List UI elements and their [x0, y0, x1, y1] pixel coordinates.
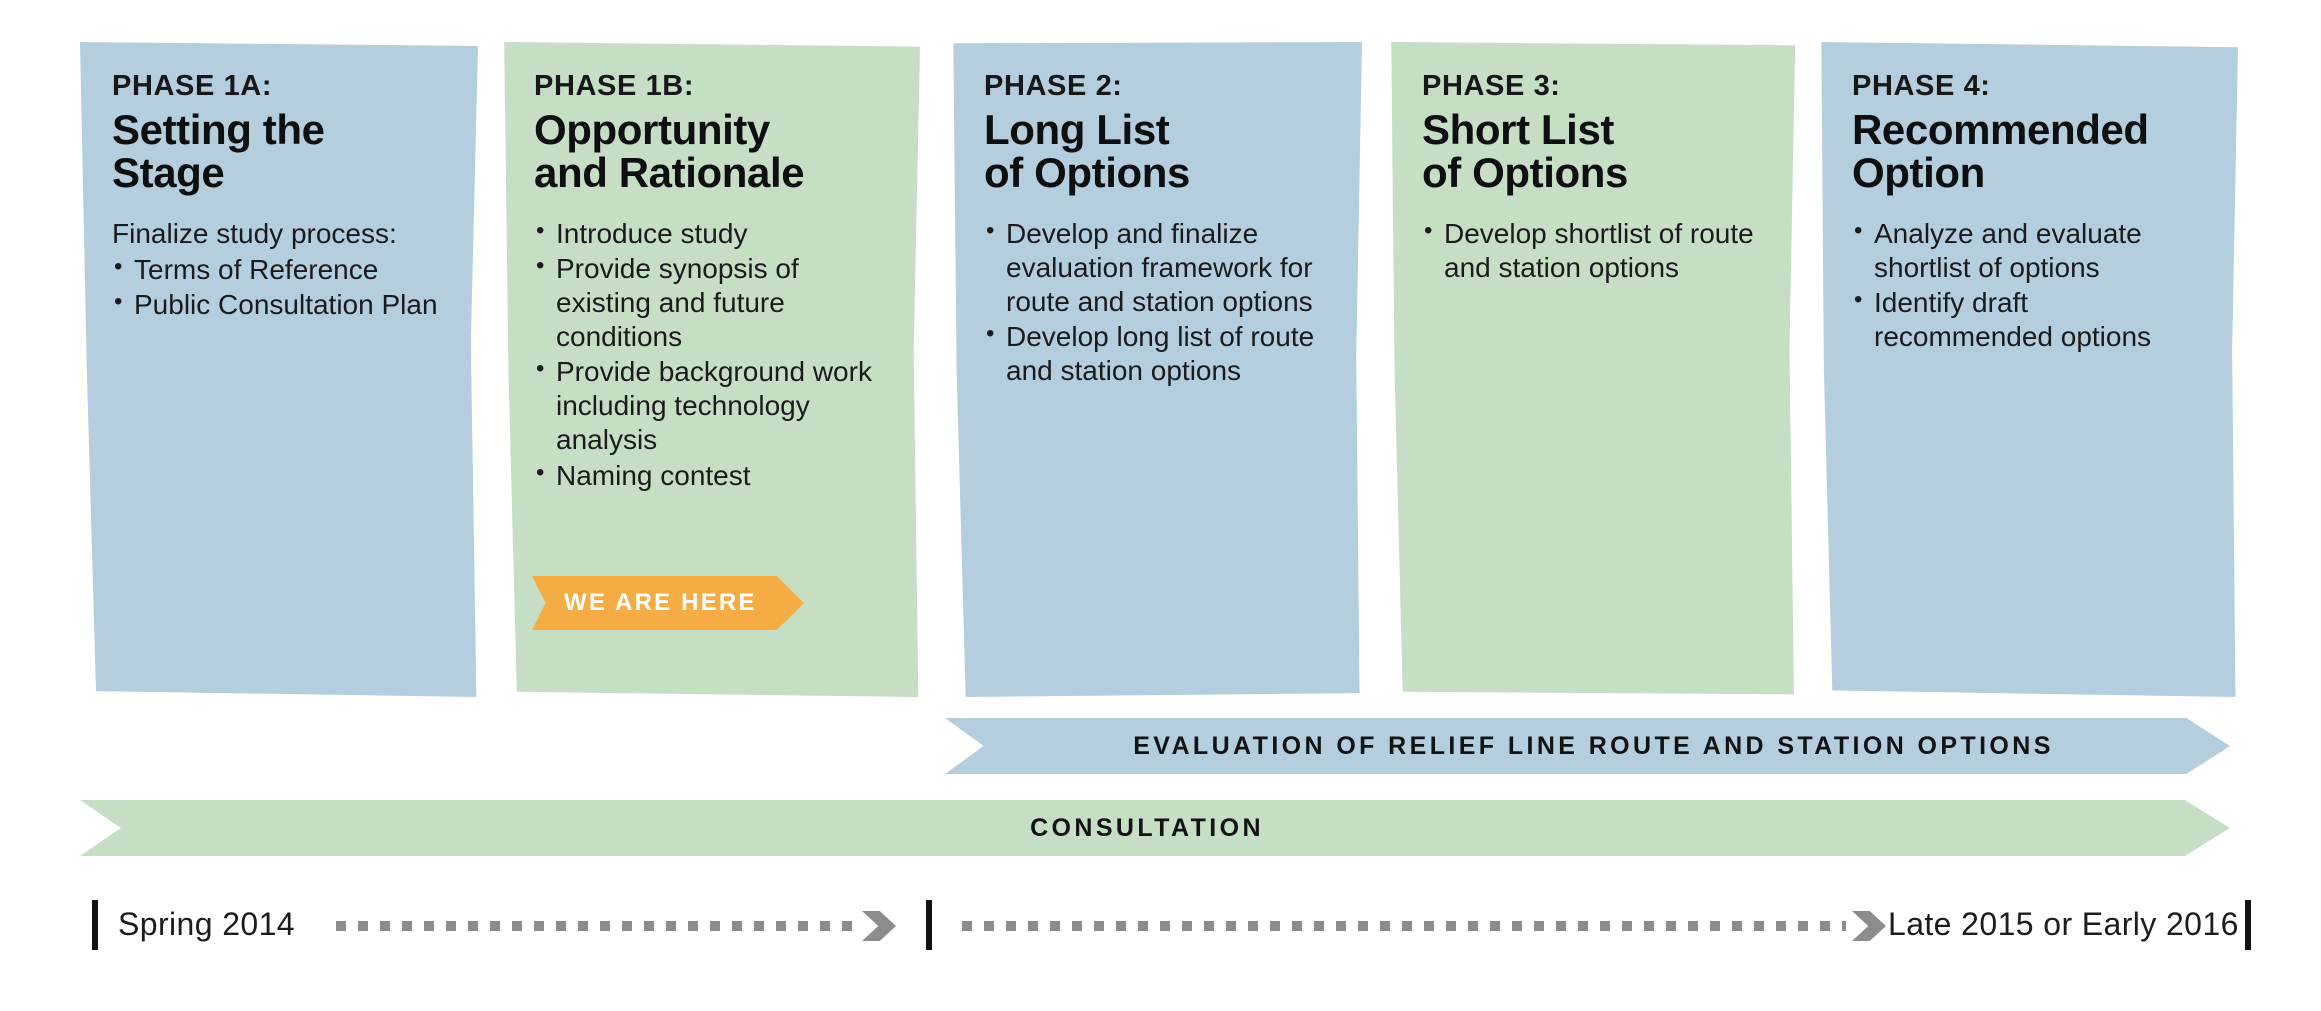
- list-item: Provide synopsis of existing and future …: [534, 251, 886, 354]
- phase-kicker: PHASE 3:: [1422, 70, 1561, 102]
- phase-kicker: PHASE 2:: [984, 70, 1123, 102]
- phase-kicker: PHASE 1A:: [112, 70, 273, 102]
- phase-title: Long List of Options: [984, 106, 1190, 197]
- phase-bullet-list: Analyze and evaluate shortlist of option…: [1852, 215, 2204, 355]
- phase-panel-4: PHASE 4: Recommended Option Analyze and …: [1821, 42, 2238, 697]
- list-item: Analyze and evaluate shortlist of option…: [1852, 215, 2204, 285]
- timeline-middle-tick: [926, 900, 932, 950]
- timeline-start-label: Spring 2014: [118, 906, 295, 942]
- arrow-right-icon: [862, 911, 896, 941]
- evaluation-band-arrow: EVALUATION OF RELIEF LINE ROUTE AND STAT…: [945, 718, 2230, 774]
- phase-bullet-list: Develop shortlist of route and station o…: [1422, 215, 1762, 285]
- timeline-end-tick: [2245, 900, 2251, 950]
- phase-panel-3: PHASE 3: Short List of Options Develop s…: [1391, 42, 1796, 695]
- phase-intro: Finalize study process:: [112, 217, 397, 249]
- list-item: Develop shortlist of route and station o…: [1422, 215, 1762, 285]
- phase-title: Opportunity and Rationale: [534, 106, 805, 197]
- phase-title: Setting the Stage: [112, 106, 325, 197]
- phase-title: Short List of Options: [1422, 106, 1628, 197]
- we-are-here-label: WE ARE HERE: [564, 589, 757, 616]
- consultation-band-label: CONSULTATION: [1030, 813, 1264, 842]
- list-item: Public Consultation Plan: [112, 287, 444, 322]
- phase-panel-1a: PHASE 1A: Setting the Stage Finalize stu…: [80, 42, 478, 697]
- list-item: Naming contest: [534, 458, 886, 493]
- timeline-start-tick: [92, 900, 98, 950]
- we-are-here-marker: WE ARE HERE: [532, 576, 804, 630]
- arrow-right-icon: [1852, 911, 1886, 941]
- phase-bullet-list: Terms of Reference Public Consultation P…: [112, 252, 444, 322]
- timeline-end-label: Late 2015 or Early 2016: [1888, 906, 2239, 942]
- list-item: Identify draft recommended options: [1852, 285, 2204, 354]
- timeline-dotted-segment-first: [336, 921, 854, 931]
- timeline-dotted-segment-second: [962, 921, 1846, 931]
- consultation-band-arrow: CONSULTATION: [80, 800, 2230, 856]
- list-item: Develop long list of route and station o…: [984, 319, 1328, 388]
- phase-kicker: PHASE 4:: [1852, 70, 1991, 102]
- phase-title: Recommended Option: [1852, 106, 2149, 197]
- phase-bullet-list: Develop and finalize evaluation framewor…: [984, 215, 1328, 389]
- phase-bullet-list: Introduce study Provide synopsis of exis…: [534, 215, 886, 493]
- phase-panel-2: PHASE 2: Long List of Options Develop an…: [953, 42, 1362, 697]
- list-item: Terms of Reference: [112, 252, 444, 287]
- timeline-axis: Spring 2014 Late 2015 or Early 2016: [0, 890, 2321, 960]
- phase-kicker: PHASE 1B:: [534, 70, 695, 102]
- list-item: Provide background work including techno…: [534, 354, 886, 457]
- list-item: Develop and finalize evaluation framewor…: [984, 215, 1328, 319]
- list-item: Introduce study: [534, 215, 886, 251]
- evaluation-band-label: EVALUATION OF RELIEF LINE ROUTE AND STAT…: [1133, 731, 2054, 760]
